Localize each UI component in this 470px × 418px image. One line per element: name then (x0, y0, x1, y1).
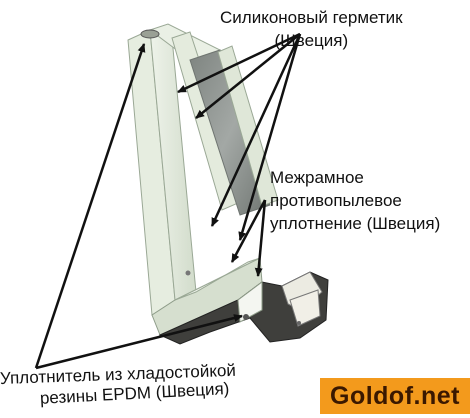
sealant-arrows (177, 32, 302, 241)
sealant-label-line2: (Швеция) (274, 31, 349, 50)
sealant-label-line1: Силиконовый герметик (220, 8, 403, 27)
epdm-label: Уплотнитель из хладостойкой резины EPDM … (0, 361, 236, 412)
sealant-label: Силиконовый герметик (Швеция) (220, 6, 403, 52)
frame-seal-label: Межрамное противопылевое уплотнение (Шве… (270, 166, 440, 235)
frame-seal-label-line1: Межрамное (270, 168, 364, 187)
window-frame (127, 23, 329, 345)
frame-seal-arrows (230, 199, 267, 277)
frame-seal-label-line3: уплотнение (Швеция) (270, 214, 441, 233)
watermark-logo: Goldof.net (320, 378, 470, 414)
epdm-arrows (34, 43, 243, 370)
frame-seal-label-line2: противопылевое (270, 191, 402, 210)
